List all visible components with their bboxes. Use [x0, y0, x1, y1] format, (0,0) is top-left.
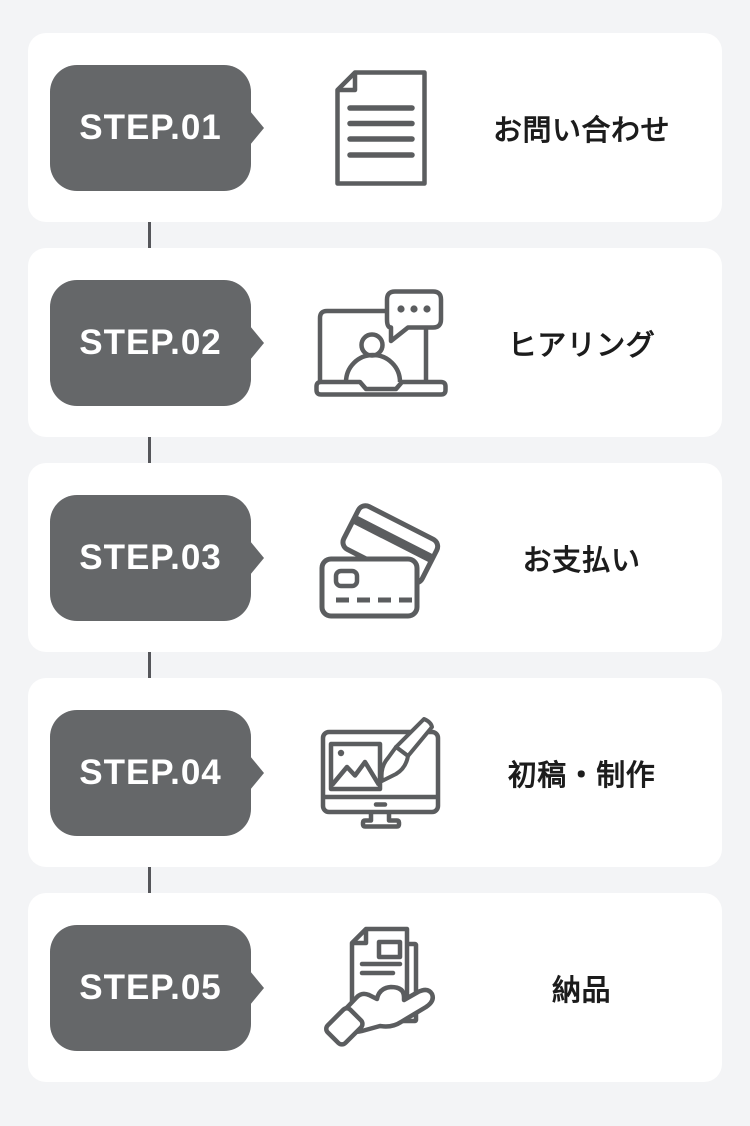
- step-badge-2: STEP.02: [50, 279, 251, 406]
- step-row-2: STEP.02 ヒアリング: [28, 248, 722, 463]
- step-card-3: STEP.03 お支払い: [28, 463, 722, 652]
- step-card-2: STEP.02 ヒアリング: [28, 248, 722, 437]
- document-icon: [335, 69, 427, 186]
- step-label-3: お支払い: [522, 544, 641, 577]
- step-badge-4: STEP.04: [50, 709, 251, 836]
- step-row-1: STEP.01 お問い合わせ: [28, 33, 722, 248]
- step-badge-1: STEP.01: [50, 64, 251, 191]
- step-icon-wrap-4: [281, 716, 481, 829]
- step-card-5: STEP.05 納品: [28, 893, 722, 1082]
- step-badge-3: STEP.03: [50, 494, 251, 621]
- step-row-5: STEP.05 納品: [28, 893, 722, 1082]
- step-connector-3: [148, 652, 151, 678]
- step-connector-1: [148, 222, 151, 248]
- step-label-1: お問い合わせ: [492, 114, 670, 147]
- hand-delivery-document-icon: [324, 926, 435, 1047]
- step-label-5: 納品: [551, 974, 611, 1007]
- step-icon-wrap-5: [281, 926, 481, 1050]
- step-icon-wrap-1: [281, 69, 481, 186]
- step-card-4: STEP.04 初稿・制作: [28, 678, 722, 867]
- step-row-3: STEP.03 お支払い: [28, 463, 722, 678]
- step-row-4: STEP.04 初稿・制作: [28, 678, 722, 893]
- step-card-1: STEP.01 お問い合わせ: [28, 33, 722, 222]
- step-label-4: 初稿・制作: [507, 759, 656, 792]
- credit-cards-icon: [319, 502, 441, 618]
- step-label-2: ヒアリング: [507, 329, 656, 362]
- step-icon-wrap-2: [281, 288, 481, 397]
- laptop-video-chat-icon: [314, 288, 448, 397]
- step-badge-5: STEP.05: [50, 924, 251, 1051]
- step-connector-2: [148, 437, 151, 463]
- step-icon-wrap-3: [281, 496, 481, 620]
- step-connector-4: [148, 867, 151, 893]
- monitor-paintbrush-icon: [320, 716, 441, 829]
